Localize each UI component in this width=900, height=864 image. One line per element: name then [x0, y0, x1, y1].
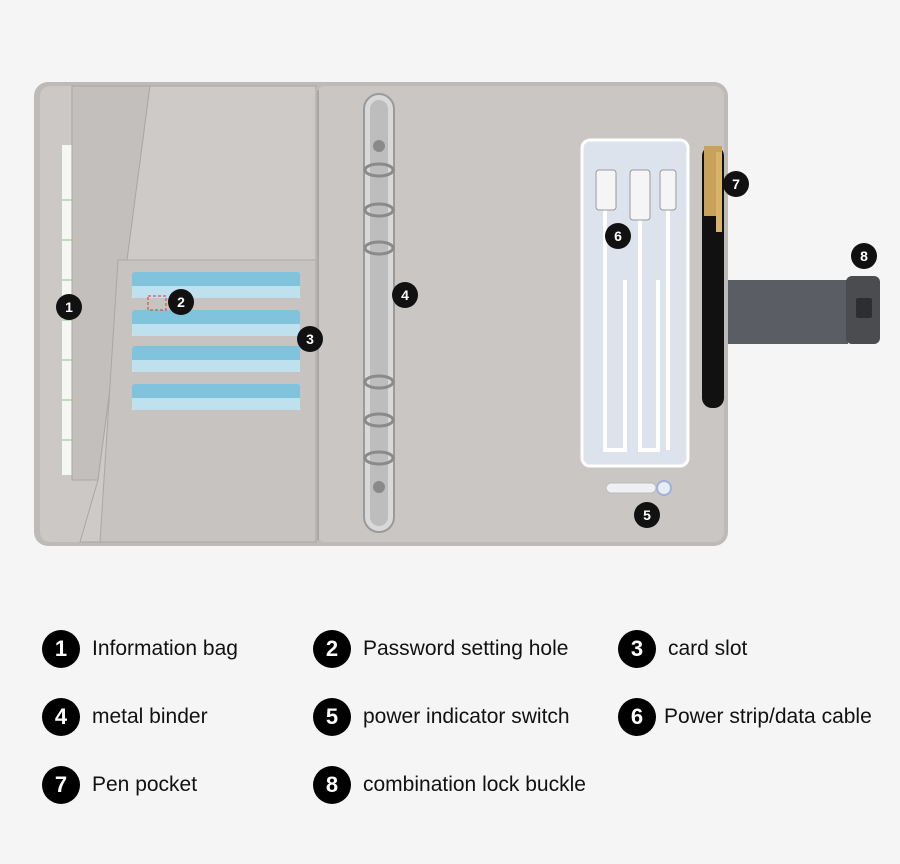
legend-item: 2 Password setting hole	[313, 630, 568, 668]
legend-number: 7	[42, 766, 80, 804]
legend-item: 8 combination lock buckle	[313, 766, 586, 804]
callout-badge-2: 2	[168, 289, 194, 315]
legend-label: Pen pocket	[92, 773, 198, 796]
legend-item: 1 Information bag	[42, 630, 238, 668]
legend-number: 6	[618, 698, 656, 736]
callout-badge-3: 3	[297, 326, 323, 352]
legend-item: 4 metal binder	[42, 698, 208, 736]
legend-item: 5 power indicator switch	[313, 698, 570, 736]
legend-number: 5	[313, 698, 351, 736]
power-bank-tray	[580, 138, 690, 468]
callout-badge-1: 1	[56, 294, 82, 320]
legend-label: metal binder	[92, 705, 208, 728]
lock-strap	[728, 280, 848, 344]
legend-item: 6 Power strip/data cable	[618, 698, 872, 736]
legend-label: Information bag	[92, 637, 238, 660]
callout-badge-6: 6	[605, 223, 631, 249]
legend-number: 1	[42, 630, 80, 668]
legend-number: 8	[313, 766, 351, 804]
legend-number: 3	[618, 630, 656, 668]
legend-label: Power strip/data cable	[664, 705, 872, 728]
legend-label: card slot	[668, 637, 748, 660]
card-slot-cards	[132, 272, 300, 410]
callout-badge-4: 4	[392, 282, 418, 308]
legend: 1 Information bag 2 Password setting hol…	[0, 620, 900, 840]
password-hole-marker	[147, 295, 167, 311]
callout-badge-5: 5	[634, 502, 660, 528]
legend-label: combination lock buckle	[363, 773, 586, 796]
legend-number: 2	[313, 630, 351, 668]
legend-item: 7 Pen pocket	[42, 766, 197, 804]
legend-label: Password setting hole	[363, 637, 569, 660]
callout-badge-7: 7	[723, 171, 749, 197]
legend-number: 4	[42, 698, 80, 736]
legend-label: power indicator switch	[363, 705, 570, 728]
organizer-photo: 1 2 3 4 5 6 7 8	[34, 82, 880, 546]
legend-item: 3 card slot	[618, 630, 747, 668]
power-switch	[656, 480, 672, 496]
organizer-illustration	[34, 82, 880, 546]
callout-badge-8: 8	[851, 243, 877, 269]
